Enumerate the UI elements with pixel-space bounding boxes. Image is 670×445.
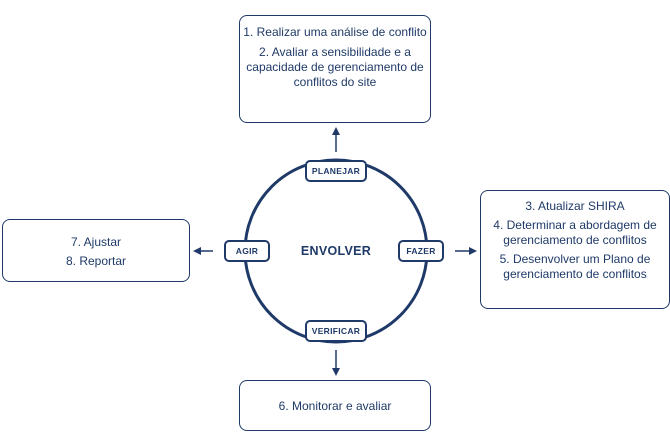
do-step-3: 3. Atualizar SHIRA [525, 199, 625, 213]
phase-check-label: VERIFICAR [305, 320, 367, 342]
act-step-8: 8. Reportar [65, 254, 127, 268]
phase-do-label: FAZER [398, 240, 444, 262]
check-step-6: 6. Monitorar e avaliar [278, 399, 392, 413]
act-step-7: 7. Ajustar [70, 235, 122, 249]
do-step-4: 4. Determinar a abordagem de gerenciamen… [493, 218, 657, 247]
check-steps-box: 6. Monitorar e avaliar [239, 380, 431, 431]
act-steps-box: 7. Ajustar 8. Reportar [2, 219, 190, 282]
center-label: ENVOLVER [300, 244, 372, 258]
do-step-5: 5. Desenvolver um Plano de gerenciamento… [499, 252, 651, 281]
plan-step-1: 1. Realizar uma análise de conflito [243, 25, 427, 39]
phase-act-label: AGIR [224, 240, 270, 262]
do-steps-box: 3. Atualizar SHIRA 4. Determinar a abord… [480, 190, 670, 309]
phase-plan-label: PLANEJAR [305, 160, 367, 182]
plan-step-2: 2. Avaliar a sensibilidade e a capacidad… [246, 45, 424, 89]
plan-steps-box: 1. Realizar uma análise de conflito 2. A… [239, 15, 431, 123]
